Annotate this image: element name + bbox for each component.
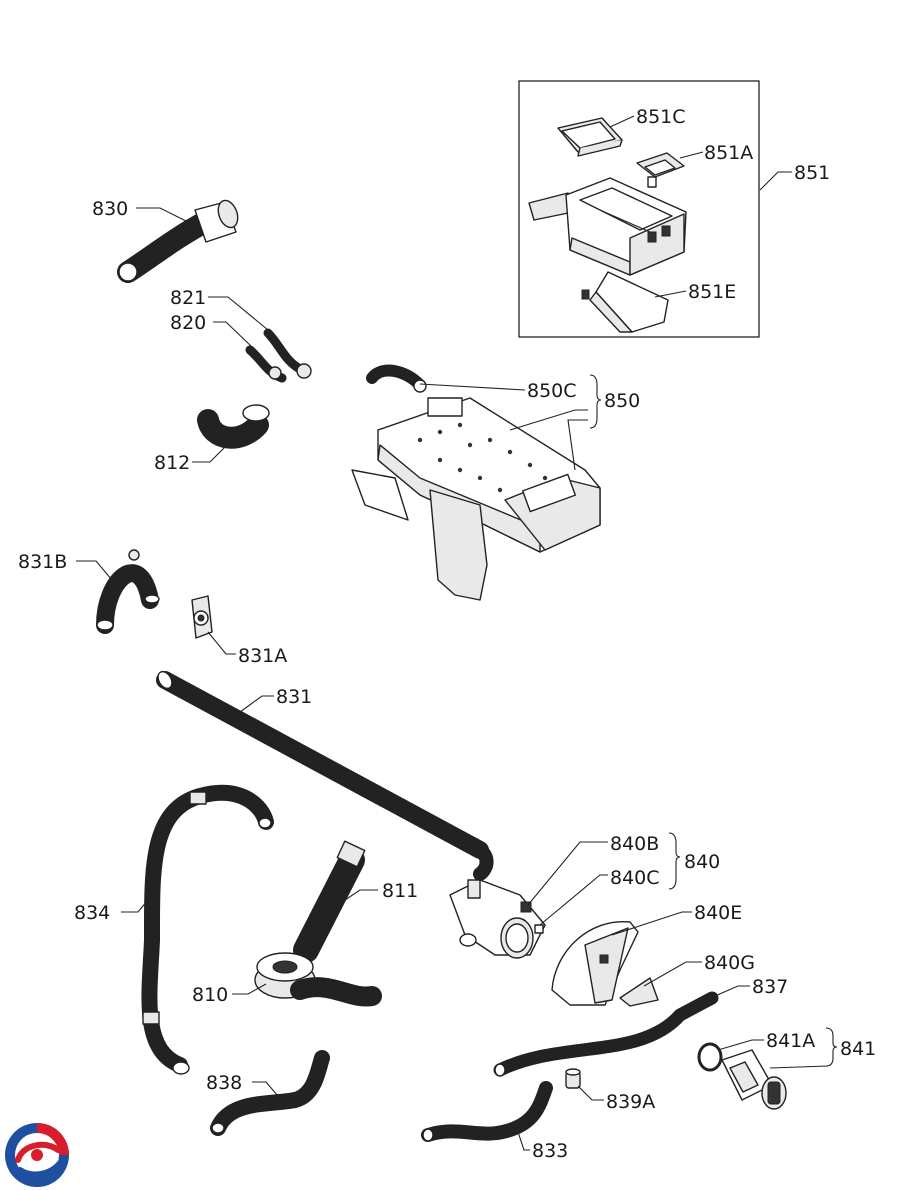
part-810-sump — [254, 952, 382, 1007]
leader-851E — [654, 290, 687, 298]
label-833: 833 — [532, 1140, 568, 1162]
label-831B: 831B — [18, 551, 67, 573]
part-839A-connector — [565, 1068, 581, 1089]
label-851C: 851C — [636, 106, 686, 128]
part-831-drain-hose — [156, 670, 494, 881]
label-834: 834 — [74, 902, 110, 924]
leader-831B — [76, 560, 113, 581]
part-812-bellows — [197, 404, 270, 449]
label-811: 811 — [382, 880, 418, 902]
leader-833 — [517, 1131, 530, 1151]
part-840G-flap — [619, 977, 659, 1007]
leader-851 — [759, 171, 792, 191]
leader-811 — [344, 889, 378, 901]
part-851-drawer — [528, 177, 687, 276]
part-811-tube — [293, 840, 366, 963]
part-834-hose — [141, 784, 274, 1075]
leader-840E — [611, 911, 692, 936]
drawer-group-851 — [518, 80, 792, 338]
leader-812 — [192, 439, 233, 463]
dispenser-detail-dots — [417, 422, 548, 493]
bracket-841 — [825, 1027, 838, 1067]
leader-840G — [643, 961, 702, 987]
part-840-pump — [449, 879, 546, 959]
label-837: 837 — [752, 976, 788, 998]
part-851A-cup — [636, 152, 685, 188]
label-840G: 840G — [704, 952, 755, 974]
label-820: 820 — [170, 312, 206, 334]
label-821: 821 — [170, 287, 206, 309]
label-850: 850 — [604, 390, 640, 412]
leader-821 — [208, 296, 269, 331]
part-841A-seal — [697, 1042, 723, 1072]
leader-810 — [232, 983, 267, 995]
leader-834 — [121, 894, 153, 913]
leader-851A — [679, 151, 704, 159]
leader-841-line — [769, 1065, 829, 1069]
leader-839A — [577, 1085, 604, 1101]
leader-840B — [527, 841, 608, 906]
label-841: 841 — [840, 1038, 876, 1060]
leader-837 — [714, 985, 750, 997]
part-851E-flap — [581, 271, 669, 333]
detail-frame-851 — [518, 80, 760, 338]
part-821-hose — [263, 328, 312, 379]
leader-850C — [419, 383, 526, 391]
leader-850-b — [567, 419, 588, 471]
part-831B-hook — [96, 549, 160, 634]
leader-831A — [207, 631, 236, 655]
leader-841A — [717, 1039, 764, 1051]
leader-830 — [136, 207, 189, 223]
label-850C: 850C — [527, 380, 577, 402]
part-851C-insert — [557, 117, 623, 157]
label-851: 851 — [794, 162, 830, 184]
label-840: 840 — [684, 851, 720, 873]
leader-831 — [239, 695, 274, 713]
bracket-850 — [589, 374, 602, 429]
label-839A: 839A — [606, 1091, 655, 1113]
label-840C: 840C — [610, 867, 660, 889]
label-851A: 851A — [704, 142, 753, 164]
brand-logo — [5, 1123, 69, 1187]
label-851E: 851E — [688, 281, 736, 303]
part-830-hose — [117, 199, 239, 283]
label-838: 838 — [206, 1072, 242, 1094]
part-841-filter — [721, 1049, 787, 1110]
part-850-dispenser — [351, 364, 601, 601]
label-810: 810 — [192, 984, 228, 1006]
part-820-hose — [245, 345, 287, 383]
bracket-840 — [668, 832, 681, 890]
part-838-hose — [210, 1050, 330, 1136]
leader-850-a — [509, 409, 588, 431]
label-831A: 831A — [238, 645, 287, 667]
label-840E: 840E — [694, 902, 742, 924]
leader-840C — [539, 874, 608, 926]
label-812: 812 — [154, 452, 190, 474]
label-841A: 841A — [766, 1030, 815, 1052]
label-831: 831 — [276, 686, 312, 708]
part-840E-cover — [551, 921, 639, 1006]
part-833-hose — [421, 1081, 553, 1142]
label-830: 830 — [92, 198, 128, 220]
label-840B: 840B — [610, 833, 659, 855]
part-831A-clip — [191, 595, 213, 639]
leader-851C — [609, 115, 635, 128]
leader-838 — [252, 1081, 279, 1097]
part-837-hose — [493, 991, 719, 1077]
leader-820 — [213, 321, 253, 348]
